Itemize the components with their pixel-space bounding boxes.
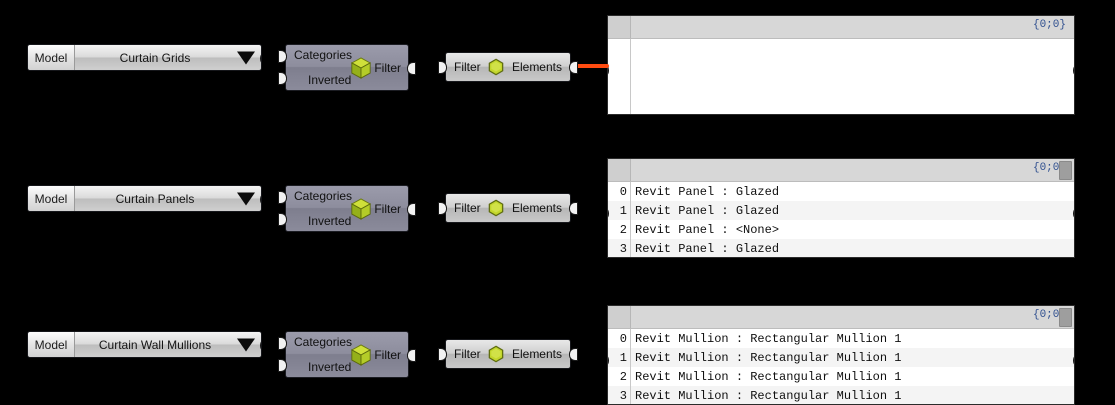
list-item-index: 0 [619, 184, 627, 199]
filter-output-label: Filter [374, 201, 401, 216]
elements-output-port[interactable] [569, 61, 578, 74]
list-item-index: 1 [619, 350, 627, 365]
dropdown-port-label: Model [28, 186, 75, 211]
filter-elements-node[interactable]: Filter Elements [438, 193, 578, 223]
watch-scrollbar-thumb[interactable] [1059, 308, 1072, 327]
triangle-down-icon[interactable] [237, 192, 255, 205]
dropdown-selected-value[interactable]: Curtain Wall Mullions [75, 332, 261, 357]
watch-panel-header: {0;0} [608, 159, 1074, 182]
list-item-index: 0 [619, 331, 627, 346]
elements-output-port[interactable] [569, 348, 578, 361]
filter-inverted-label: Inverted [308, 214, 352, 228]
filter-categories-label: Categories [294, 335, 353, 349]
watch-index-label: {0;0} [1032, 309, 1066, 321]
element-class-filter-node[interactable]: Categories Inverted Filter [278, 185, 416, 232]
watch-gutter-divider [630, 39, 631, 114]
filter-inverted-input-port[interactable] [278, 213, 287, 226]
element-class-filter-node[interactable]: Categories Inverted Filter [278, 44, 416, 91]
filter-inverted-label: Inverted [308, 73, 352, 87]
list-item-text: Revit Mullion : Rectangular Mullion 1 [635, 388, 902, 403]
dropdown-port-label: Model [28, 332, 75, 357]
watch-panel-header: {0;0} [608, 16, 1074, 39]
elements-filter-input-port[interactable] [438, 202, 447, 215]
watch-panel-body [608, 39, 1074, 114]
filter-output-label: Filter [374, 60, 401, 75]
filter-categories-label: Categories [294, 189, 353, 203]
filter-inverted-input-port[interactable] [278, 359, 287, 372]
filter-elements-node[interactable]: Filter Elements [438, 52, 578, 82]
hexagon-icon [487, 58, 505, 76]
cube-icon [350, 56, 372, 79]
list-item-index: 3 [619, 241, 627, 256]
elements-input-label: Filter [454, 60, 481, 74]
category-dropdown-node[interactable]: Model Curtain Panels [27, 185, 262, 212]
filter-categories-label: Categories [294, 48, 353, 62]
list-item: 2 Revit Panel : <None> [608, 220, 1074, 239]
triangle-down-icon[interactable] [237, 338, 255, 351]
filter-inverted-input-port[interactable] [278, 72, 287, 85]
filter-elements-node[interactable]: Filter Elements [438, 339, 578, 369]
dropdown-selected-value[interactable]: Curtain Grids [75, 45, 261, 70]
list-item: 1 Revit Panel : Glazed [608, 201, 1074, 220]
elements-input-label: Filter [454, 201, 481, 215]
list-item: 1 Revit Mullion : Rectangular Mullion 1 [608, 348, 1074, 367]
dropdown-selected-value[interactable]: Curtain Panels [75, 186, 261, 211]
watch-panel[interactable]: {0;0} [607, 15, 1075, 115]
watch-gutter-divider [630, 329, 631, 404]
list-item: 0 Revit Panel : Glazed [608, 182, 1074, 201]
filter-categories-input-port[interactable] [278, 50, 287, 63]
list-item-index: 2 [619, 369, 627, 384]
list-item-text: Revit Panel : Glazed [635, 241, 780, 256]
category-dropdown-node[interactable]: Model Curtain Wall Mullions [27, 331, 262, 358]
elements-output-port[interactable] [569, 202, 578, 215]
watch-gutter-header [608, 306, 631, 328]
watch-gutter-header [608, 159, 631, 181]
list-item-index: 1 [619, 203, 627, 218]
hexagon-icon [487, 199, 505, 217]
watch-index-label: {0;0} [1032, 162, 1066, 174]
filter-output-port[interactable] [407, 349, 416, 362]
filter-categories-input-port[interactable] [278, 191, 287, 204]
element-class-filter-node[interactable]: Categories Inverted Filter [278, 331, 416, 378]
list-item-text: Revit Mullion : Rectangular Mullion 1 [635, 331, 902, 346]
list-item: 3 Revit Panel : Glazed [608, 239, 1074, 257]
hexagon-icon [487, 345, 505, 363]
dropdown-port-label: Model [28, 45, 75, 70]
triangle-down-icon[interactable] [237, 51, 255, 64]
watch-panel[interactable]: {0;0} 0 Revit Panel : Glazed 1 Revit Pan… [607, 158, 1075, 258]
watch-gutter-header [608, 16, 631, 38]
cube-icon [350, 343, 372, 366]
elements-output-label: Elements [511, 347, 562, 361]
watch-scrollbar-thumb[interactable] [1059, 161, 1072, 180]
filter-output-port[interactable] [407, 203, 416, 216]
list-item: 0 Revit Mullion : Rectangular Mullion 1 [608, 329, 1074, 348]
list-item-index: 3 [619, 388, 627, 403]
watch-index-label: {0;0} [1032, 19, 1066, 31]
watch-panel-header: {0;0} [608, 306, 1074, 329]
list-item: 3 Revit Mullion : Rectangular Mullion 1 [608, 386, 1074, 404]
filter-inverted-label: Inverted [308, 360, 352, 374]
elements-output-label: Elements [511, 201, 562, 215]
cube-icon [350, 197, 372, 220]
list-item-text: Revit Panel : <None> [635, 222, 780, 237]
list-item-text: Revit Panel : Glazed [635, 184, 780, 199]
watch-panel-body: 0 Revit Panel : Glazed 1 Revit Panel : G… [608, 182, 1074, 257]
filter-output-label: Filter [374, 347, 401, 362]
filter-categories-input-port[interactable] [278, 337, 287, 350]
watch-panel[interactable]: {0;0} 0 Revit Mullion : Rectangular Mull… [607, 305, 1075, 405]
filter-output-port[interactable] [407, 62, 416, 75]
connector-wire [573, 64, 609, 68]
watch-panel-body: 0 Revit Mullion : Rectangular Mullion 1 … [608, 329, 1074, 404]
category-dropdown-node[interactable]: Model Curtain Grids [27, 44, 262, 71]
elements-output-label: Elements [511, 60, 562, 74]
elements-input-label: Filter [454, 347, 481, 361]
list-item: 2 Revit Mullion : Rectangular Mullion 1 [608, 367, 1074, 386]
watch-gutter-divider [630, 182, 631, 257]
elements-filter-input-port[interactable] [438, 348, 447, 361]
list-item-index: 2 [619, 222, 627, 237]
list-item-text: Revit Mullion : Rectangular Mullion 1 [635, 350, 902, 365]
list-item-text: Revit Panel : Glazed [635, 203, 780, 218]
list-item-text: Revit Mullion : Rectangular Mullion 1 [635, 369, 902, 384]
elements-filter-input-port[interactable] [438, 61, 447, 74]
